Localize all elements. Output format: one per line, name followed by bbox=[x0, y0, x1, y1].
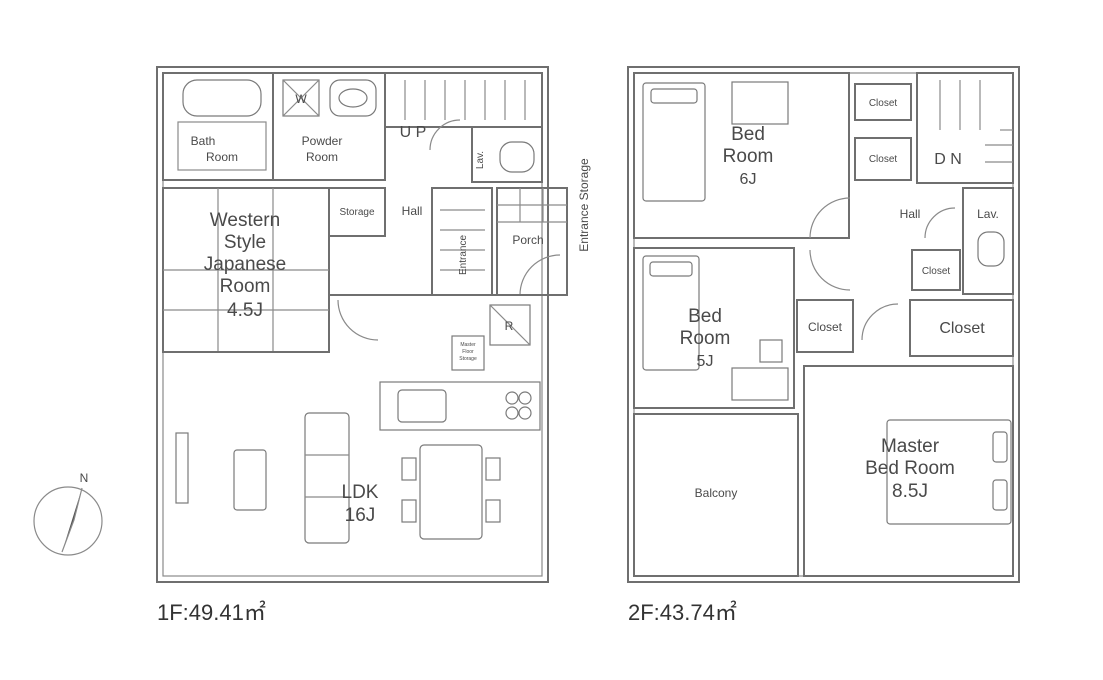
closet-b-outline bbox=[854, 137, 912, 181]
toilet-icon bbox=[499, 141, 535, 173]
pillow-icon-5j bbox=[649, 261, 693, 277]
western-label-2: Style bbox=[224, 232, 266, 253]
desk-icon-5j bbox=[731, 367, 789, 401]
bed5-label-3: 5J bbox=[697, 353, 714, 370]
dining-table-icon bbox=[419, 444, 483, 540]
kitchen-sink-icon bbox=[397, 389, 447, 423]
powder-label-1: Powder bbox=[302, 134, 343, 148]
closet-e-label: Closet bbox=[939, 320, 985, 337]
closet-d-outline bbox=[796, 299, 854, 353]
bath-floor bbox=[177, 121, 267, 171]
closet-a-outline bbox=[854, 83, 912, 121]
refrigerator-label: R bbox=[505, 319, 514, 333]
floor-1-plan bbox=[33, 66, 568, 583]
bathtub-icon bbox=[182, 79, 262, 117]
ldk-label-1: LDK bbox=[342, 482, 379, 503]
chair-icon bbox=[485, 499, 501, 523]
master-bed-icon bbox=[886, 419, 1012, 525]
pillow-icon-master bbox=[992, 479, 1008, 511]
sofa-icon bbox=[304, 412, 350, 544]
lav-room-2f bbox=[962, 187, 1014, 295]
compass-north-label: N bbox=[80, 471, 89, 485]
porch-door-swing bbox=[519, 254, 561, 296]
bed5-label-2: Room bbox=[680, 328, 731, 349]
chair-icon-5j bbox=[759, 339, 783, 363]
entrance-storage-label: Entrance Storage bbox=[577, 158, 591, 252]
master-label-2: Bed Room bbox=[865, 458, 955, 479]
bed6-label-2: Room bbox=[723, 146, 774, 167]
pillow-icon-master bbox=[992, 431, 1008, 463]
bath-label-1: Bath bbox=[191, 134, 216, 148]
balcony-outline bbox=[633, 413, 799, 577]
tv-unit-icon bbox=[175, 432, 189, 504]
master-door-swing bbox=[861, 303, 899, 341]
ldk-door-swing bbox=[337, 299, 379, 341]
bed6-label-3: 6J bbox=[740, 171, 757, 188]
floor-2-plan bbox=[627, 66, 1020, 583]
powder-label-2: Room bbox=[306, 150, 338, 164]
north-compass-icon bbox=[33, 486, 103, 556]
porch-label: Porch bbox=[512, 233, 543, 247]
closet-d-label: Closet bbox=[808, 320, 843, 334]
master-floor-storage-label-2: Floor bbox=[462, 349, 474, 355]
bed-icon bbox=[642, 82, 706, 202]
hall-door-swing bbox=[429, 119, 461, 151]
master-floor-storage-label-3: Storage bbox=[459, 356, 477, 362]
balcony-label: Balcony bbox=[695, 486, 738, 500]
stairs-2f bbox=[916, 72, 1014, 184]
bed6-label-1: Bed bbox=[731, 124, 765, 145]
floor-2-area-label: 2F:43.74㎡ bbox=[628, 600, 737, 625]
floor-1-outer-wall bbox=[156, 66, 549, 583]
hall-label-1f: Hall bbox=[402, 204, 423, 218]
storage-cabinet-icon bbox=[451, 335, 485, 371]
western-label-5: 4.5J bbox=[227, 300, 263, 321]
closet-c-label: Closet bbox=[922, 266, 951, 277]
bed-room-5j-outline bbox=[633, 247, 795, 409]
master-label-3: 8.5J bbox=[892, 481, 928, 502]
floor-1-area-label: 1F:49.41㎡ bbox=[157, 600, 266, 625]
chair-icon bbox=[485, 457, 501, 481]
bath-label-2: Room bbox=[206, 150, 238, 164]
ldk-label-2: 16J bbox=[345, 505, 376, 526]
bed5-door-swing bbox=[809, 249, 851, 291]
bed-room-6j-outline bbox=[633, 72, 850, 239]
western-label-1: Western bbox=[210, 210, 280, 231]
desk-icon bbox=[731, 81, 789, 125]
master-bed-room-outline bbox=[803, 365, 1014, 577]
up-label: U P bbox=[400, 124, 427, 141]
master-label-1: Master bbox=[881, 436, 940, 457]
coffee-table-icon bbox=[233, 449, 267, 511]
western-label-3: Japanese bbox=[204, 254, 286, 275]
lav-label-2f: Lav. bbox=[977, 207, 999, 221]
closet-c-outline bbox=[911, 249, 961, 291]
dn-label: D N bbox=[934, 151, 962, 168]
lav-door-swing bbox=[924, 207, 956, 239]
lav-room-1f bbox=[471, 126, 543, 183]
bed6-door-swing bbox=[809, 197, 851, 239]
toilet-icon-2f bbox=[977, 231, 1005, 267]
closet-e-outline bbox=[909, 299, 1014, 357]
closet-b-label: Closet bbox=[869, 154, 898, 165]
pillow-icon bbox=[650, 88, 698, 104]
bed-icon-5j bbox=[642, 255, 700, 371]
storage-label: Storage bbox=[339, 207, 374, 218]
lav-label-1f: Lav. bbox=[475, 151, 486, 169]
hall-label-2f: Hall bbox=[900, 207, 921, 221]
chair-icon bbox=[401, 457, 417, 481]
entrance-label: Entrance bbox=[458, 235, 469, 275]
floor-2-outer-wall bbox=[627, 66, 1020, 583]
bed5-label-1: Bed bbox=[688, 306, 722, 327]
stairs-1f bbox=[384, 72, 543, 128]
chair-icon bbox=[401, 499, 417, 523]
closet-a-label: Closet bbox=[869, 98, 898, 109]
western-label-4: Room bbox=[220, 276, 271, 297]
master-floor-storage-label-1: Master bbox=[460, 342, 476, 348]
washer-label: W bbox=[295, 92, 307, 106]
